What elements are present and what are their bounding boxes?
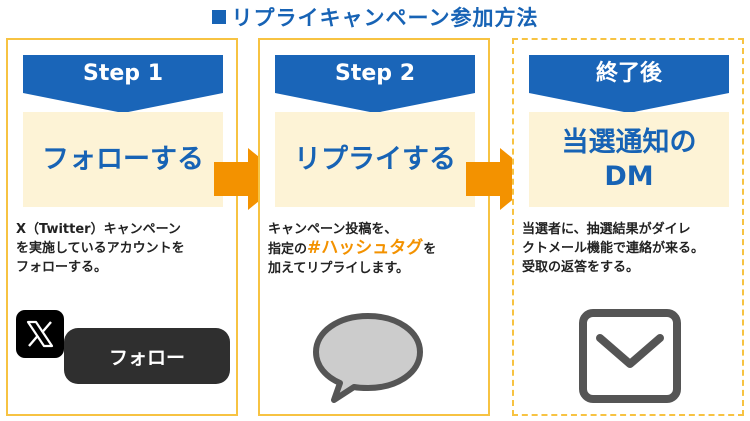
page-title: リプライキャンペーン参加方法 — [0, 4, 750, 32]
after-end-description: 当選者に、抽選結果がダイレ クトメール機能で連絡が来る。 受取の返答をする。 — [522, 220, 742, 277]
pentagon-banner-icon — [529, 55, 729, 113]
step-1-desc-line: X（Twitter）キャンペーン — [16, 222, 181, 237]
after-end-desc-line: クトメール機能で連絡が来る。 — [522, 241, 705, 256]
step-2-card: Step 2 リプライする キャンペーン投稿を、 指定の#ハッシュタグを 加えて… — [258, 38, 490, 416]
follow-button[interactable]: フォロー — [64, 328, 230, 384]
step-1-desc-line: を実施しているアカウントを — [16, 241, 185, 256]
square-bullet-icon — [211, 10, 226, 24]
step-2-desc-line: 加えてリプライします。 — [268, 261, 410, 276]
step-2-header: Step 2 — [275, 55, 475, 113]
step-1-header: Step 1 — [23, 55, 223, 113]
step-2-header-label: Step 2 — [335, 61, 415, 86]
after-end-card: 終了後 当選通知の DM 当選者に、抽選結果がダイレ クトメール機能で連絡が来る… — [512, 38, 744, 416]
pentagon-banner-icon — [275, 55, 475, 113]
step-1-panel: フォローする — [23, 112, 223, 207]
hashtag-text: #ハッシュタグ — [307, 238, 424, 258]
step-1-header-label: Step 1 — [83, 61, 163, 86]
after-end-header-label: 終了後 — [595, 61, 662, 86]
x-logo-icon — [16, 310, 64, 358]
step-2-desc-post: を — [423, 242, 437, 257]
step-2-panel: リプライする — [275, 112, 475, 207]
speech-bubble-icon — [313, 313, 423, 403]
after-end-header: 終了後 — [529, 55, 729, 113]
after-end-panel: 当選通知の DM — [529, 112, 729, 207]
step-2-desc-line: キャンペーン投稿を、 — [268, 222, 398, 237]
pentagon-banner-icon — [23, 55, 223, 113]
step-1-card: Step 1 フォローする X（Twitter）キャンペーン を実施しているアカ… — [6, 38, 238, 416]
after-end-desc-line: 受取の返答をする。 — [522, 260, 640, 275]
after-end-panel-line: 当選通知の — [561, 126, 697, 158]
x-mark-icon — [26, 320, 54, 348]
after-end-panel-line: DM — [604, 160, 654, 192]
step-2-description: キャンペーン投稿を、 指定の#ハッシュタグを 加えてリプライします。 — [268, 220, 488, 278]
page-title-text: リプライキャンペーン参加方法 — [231, 6, 539, 30]
envelope-icon — [579, 309, 681, 403]
step-2-desc-pre: 指定の — [268, 242, 308, 257]
arrow-right-icon — [466, 148, 538, 210]
step-2-desc-line: 指定の#ハッシュタグを — [268, 239, 488, 259]
arrow-right-icon — [214, 148, 286, 210]
step-1-desc-line: フォローする。 — [16, 260, 108, 275]
after-end-desc-line: 当選者に、抽選結果がダイレ — [522, 222, 691, 237]
step-1-description: X（Twitter）キャンペーン を実施しているアカウントを フォローする。 — [16, 220, 236, 277]
